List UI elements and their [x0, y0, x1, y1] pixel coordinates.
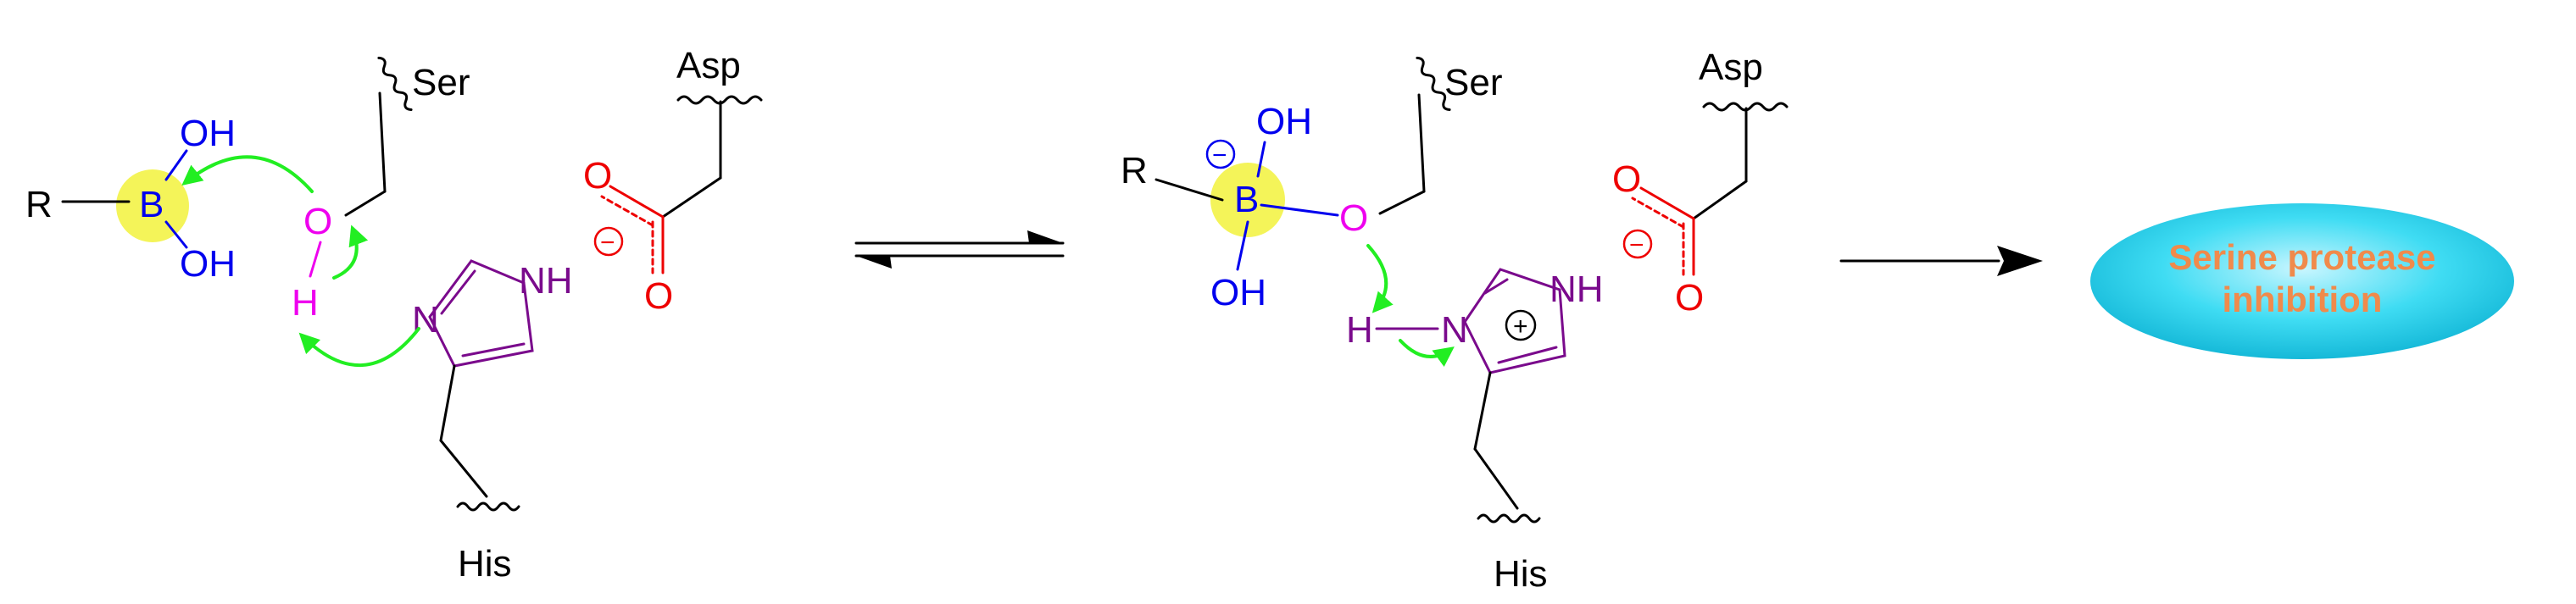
r-group-label-product: R	[1121, 150, 1148, 191]
ser-label-product: Ser	[1444, 62, 1502, 103]
his-wavy-cut-product	[1477, 513, 1541, 524]
his-ch2-bond-1-product	[1473, 371, 1492, 451]
asp-charge-sign: −	[600, 229, 615, 257]
reactant-complex: R B OH OH Ser O H Asp O O − N NH His	[25, 45, 763, 585]
his-nitrogen-product: N	[1441, 309, 1468, 351]
o-h-bond	[309, 241, 322, 278]
outcome-ellipse: Serine protease inhibition	[2090, 203, 2514, 359]
arrow-oh-bond-to-o	[332, 224, 369, 280]
serine-hydrogen: H	[292, 282, 319, 324]
ser-ch2-bond-2-product	[1378, 190, 1426, 215]
carboxyl-bond-top-dashed-product	[1631, 197, 1685, 229]
ser-wavy-cut	[377, 56, 413, 111]
his-label-product: His	[1494, 553, 1548, 595]
asp-oxygen-bottom: O	[644, 275, 673, 317]
carboxyl-bond-top-solid	[609, 185, 665, 219]
his-ch2-bond-2	[439, 439, 488, 498]
boron-highlight	[116, 169, 189, 242]
asp-oxygen-bottom-product: O	[1675, 277, 1704, 319]
imidazole-double-2	[461, 342, 526, 357]
ser-ch2-bond-1	[378, 91, 387, 193]
boron-atom-product: B	[1234, 179, 1259, 220]
asp-oxygen-top-product: O	[1612, 158, 1641, 200]
his-nh: NH	[519, 260, 573, 302]
asp-ch2-bond-2-product	[1692, 180, 1748, 220]
hydroxyl-top: OH	[180, 113, 236, 154]
hydroxyl-top-product: OH	[1256, 101, 1312, 142]
b-oh-top-bond	[164, 149, 188, 181]
asp-charge-circle-product	[1622, 229, 1653, 259]
arrow-o-to-b	[181, 155, 314, 193]
carboxyl-bond-top-dashed	[600, 195, 654, 227]
asp-charge-circle	[593, 226, 624, 257]
imidazole-ring	[428, 259, 534, 368]
r-group-label: R	[25, 184, 53, 225]
ser-ch2-bond-2	[344, 190, 387, 217]
boron-charge-circle	[1205, 139, 1236, 169]
boron-atom: B	[139, 184, 164, 225]
hydroxyl-bottom-product: OH	[1210, 272, 1266, 313]
outcome-line-1: Serine protease	[2168, 237, 2435, 277]
equilibrium-arrow	[854, 230, 1065, 269]
serine-oxygen: O	[303, 201, 332, 242]
arrow-hn-bond-to-n	[1399, 339, 1455, 368]
his-label: His	[458, 543, 512, 585]
his-ch2-bond-1	[439, 364, 456, 442]
b-oh-top-bond-product	[1256, 141, 1266, 178]
imidazolium-double-2	[1497, 346, 1558, 364]
serine-oxygen-product: O	[1339, 197, 1368, 239]
his-nh-product: NH	[1549, 269, 1604, 310]
asp-ch2-bond-2	[661, 176, 722, 219]
imidazolium-ring	[1463, 268, 1566, 374]
asp-label: Asp	[676, 45, 741, 86]
his-charge-circle	[1505, 309, 1537, 341]
imidazolium-double-1	[1483, 278, 1509, 295]
imidazole-double-1	[440, 269, 476, 315]
his-hydrogen: H	[1346, 309, 1373, 351]
boron-highlight-product	[1210, 163, 1285, 237]
b-oh-bottom-bond-product	[1236, 220, 1249, 271]
asp-label-product: Asp	[1699, 47, 1763, 88]
asp-charge-sign-product: −	[1629, 231, 1644, 259]
arrow-o-to-h	[1366, 244, 1394, 313]
b-oh-bottom-bond	[164, 220, 188, 249]
ser-wavy-cut-product	[1416, 56, 1451, 111]
boron-charge-sign: −	[1212, 141, 1227, 169]
ser-ch2-bond-1-product	[1417, 93, 1426, 193]
forward-arrow	[1839, 246, 2043, 276]
carboxyl-bond-top-solid-product	[1639, 186, 1695, 220]
his-charge-sign: +	[1513, 313, 1528, 341]
r-b-bond-product	[1154, 178, 1224, 202]
his-ch2-bond-2-product	[1473, 447, 1519, 510]
arrow-n-to-h	[298, 327, 420, 367]
hydroxyl-bottom: OH	[180, 243, 236, 285]
asp-oxygen-top: O	[583, 155, 612, 197]
ser-label: Ser	[412, 62, 470, 103]
product-complex: R B − OH OH Ser O Asp O O − H N NH +	[1121, 47, 1789, 595]
outcome-line-2: inhibition	[2223, 280, 2383, 319]
b-o-ser-bond	[1260, 203, 1339, 217]
his-wavy-cut	[456, 501, 520, 512]
